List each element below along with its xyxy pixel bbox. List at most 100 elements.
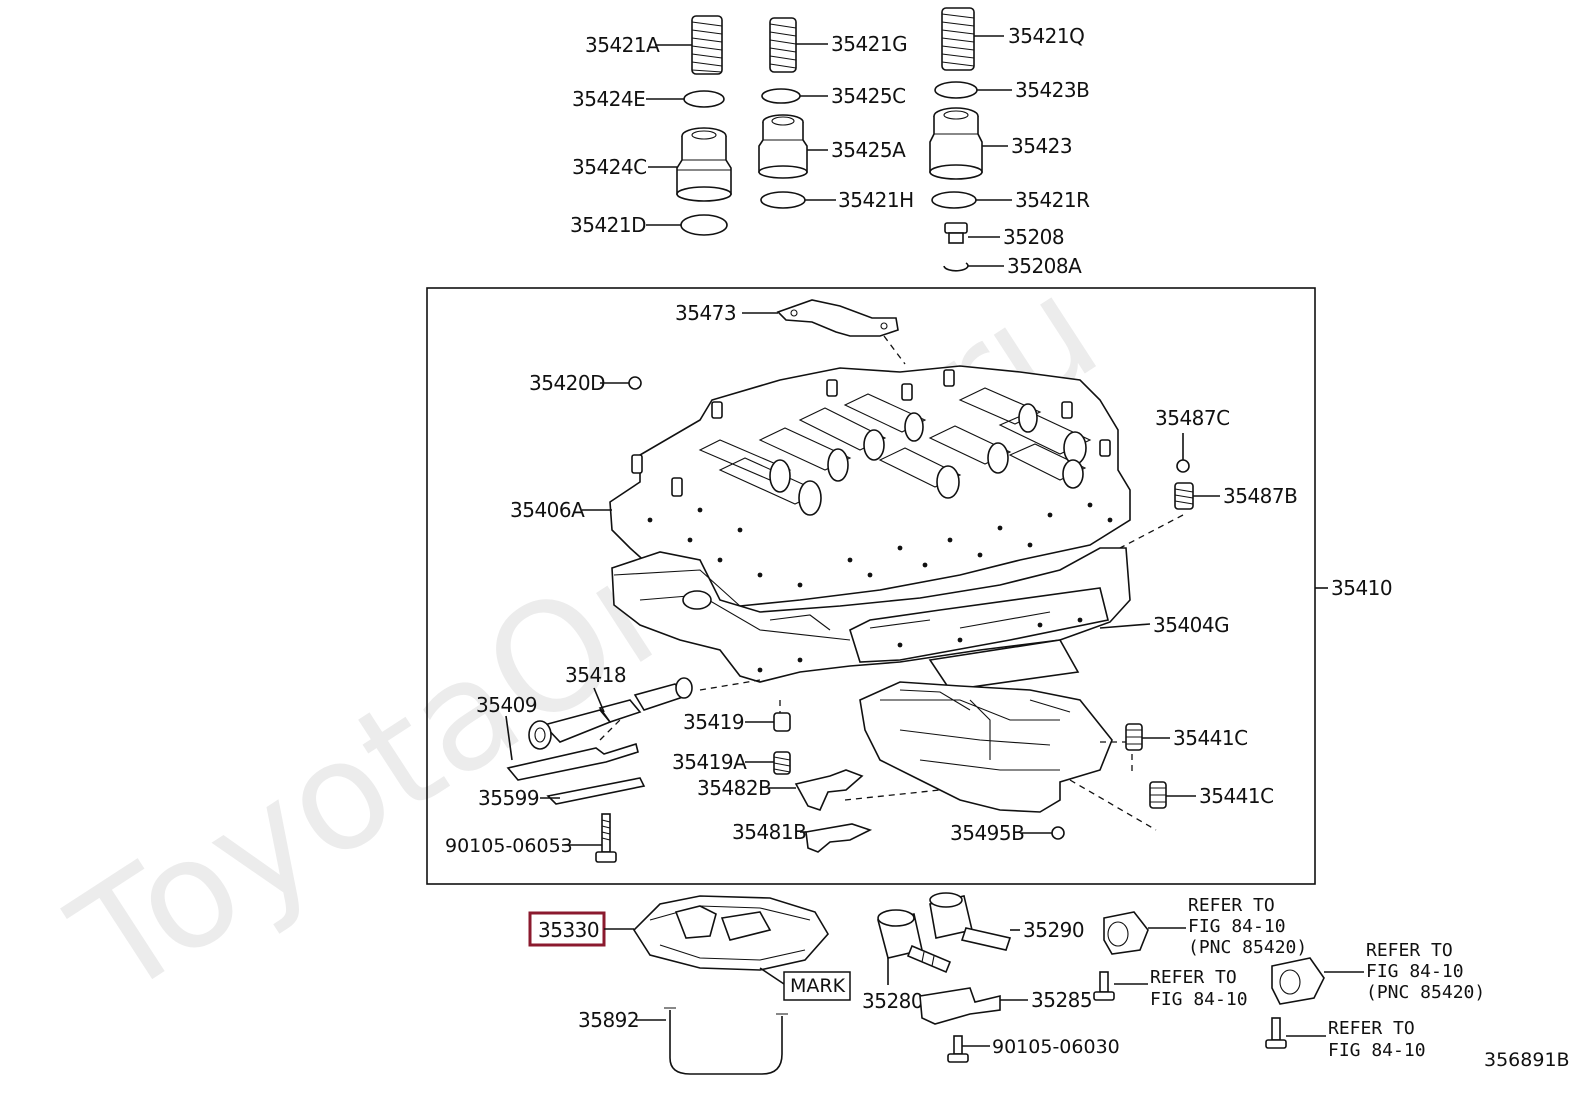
bolt-90105-06030-icon (947, 1035, 969, 1063)
pipe-35892-icon (669, 1010, 783, 1075)
svg-text:(PNC 85420): (PNC 85420) (1188, 937, 1307, 958)
label-35290: 35290 (1023, 918, 1084, 942)
valve-body-bottom (859, 681, 1113, 813)
spring-35421G-icon (769, 17, 797, 73)
solenoid-35290-icon (929, 892, 1012, 951)
label-35280: 35280 (862, 989, 923, 1013)
o-ring-35421R-icon (931, 191, 977, 209)
label-35425C: 35425C (831, 84, 906, 108)
retainer-35481B-icon (805, 823, 873, 853)
ball-35487C-icon (1176, 459, 1190, 473)
mark-label: MARK (790, 975, 846, 997)
label-35410: 35410 (1331, 576, 1392, 600)
mark-box (783, 971, 851, 1001)
svg-text:REFER TO: REFER TO (1150, 967, 1237, 988)
label-35409: 35409 (476, 693, 537, 717)
plug-35419-icon (773, 712, 791, 732)
label-35330[interactable]: 35330 (538, 918, 600, 942)
label-35495B: 35495B (950, 821, 1024, 845)
spring-35487B-icon (1174, 482, 1194, 510)
o-ring-35423B-icon (934, 81, 978, 99)
solenoid-ref-2-icon (1271, 957, 1325, 1005)
refer-note-1[interactable]: REFER TO FIG 84-10 (PNC 85420) (1188, 895, 1307, 958)
o-ring-35424E-icon (683, 90, 725, 108)
label-35425A: 35425A (831, 138, 906, 162)
label-35421R: 35421R (1015, 188, 1090, 212)
separator-plate-icon (928, 639, 1080, 691)
label-35208A: 35208A (1007, 254, 1082, 278)
refer-note-2[interactable]: REFER TO FIG 84-10 (PNC 85420) (1366, 940, 1485, 1003)
label-90105-06053: 90105-06053 (445, 835, 573, 857)
ball-35495B-icon (1051, 826, 1065, 840)
label-35424C: 35424C (572, 155, 647, 179)
solenoid-ref-1-icon (1103, 911, 1149, 955)
label-35406A: 35406A (510, 498, 585, 522)
label-35418: 35418 (565, 663, 626, 687)
label-35481B: 35481B (732, 820, 806, 844)
label-35892: 35892 (578, 1008, 639, 1032)
label-35423: 35423 (1011, 134, 1072, 158)
bracket-35285-icon (919, 987, 1001, 1025)
clip-35208A-icon (943, 262, 969, 272)
oil-strainer-35330-icon (632, 895, 829, 971)
svg-text:REFER TO: REFER TO (1188, 895, 1275, 916)
label-35423B: 35423B (1015, 78, 1089, 102)
label-35473: 35473 (675, 301, 736, 325)
bolt-90105-06053-icon (595, 813, 617, 863)
label-35424E: 35424E (572, 87, 645, 111)
label-35285: 35285 (1031, 988, 1092, 1012)
svg-text:REFER TO: REFER TO (1366, 940, 1453, 961)
retainer-35482B-icon (794, 769, 864, 811)
solenoid-35280-icon (877, 909, 952, 974)
filter-35441C-b-icon (1149, 781, 1167, 809)
svg-text:FIG 84-10: FIG 84-10 (1366, 961, 1464, 982)
svg-text:FIG 84-10: FIG 84-10 (1188, 916, 1286, 937)
label-35599: 35599 (478, 786, 539, 810)
sleeve-35423-icon (929, 107, 983, 180)
label-35421A: 35421A (585, 33, 660, 57)
label-35208: 35208 (1003, 225, 1064, 249)
label-35487C: 35487C (1155, 406, 1230, 430)
svg-text:(PNC 85420): (PNC 85420) (1366, 982, 1485, 1003)
label-35419: 35419 (683, 710, 744, 734)
plug-35208-icon (944, 222, 968, 244)
o-ring-35421D-icon (680, 214, 728, 236)
label-35487B: 35487B (1223, 484, 1297, 508)
figure-code: 356891B (1484, 1049, 1570, 1071)
plug-35409-icon (528, 720, 552, 750)
label-35419A: 35419A (672, 750, 747, 774)
label-90105-06030: 90105-06030 (992, 1036, 1120, 1058)
label-35421D: 35421D (570, 213, 646, 237)
retainer-35599-icon (506, 742, 646, 805)
label-35421Q: 35421Q (1008, 24, 1084, 48)
plate-35473-icon (776, 299, 899, 337)
refer-note-3[interactable]: REFER TO FIG 84-10 (1150, 967, 1248, 1010)
label-35441C-b: 35441C (1199, 784, 1274, 808)
spring-35421A-icon (691, 15, 723, 75)
o-ring-35425C-icon (761, 88, 801, 104)
svg-text:REFER TO: REFER TO (1328, 1018, 1415, 1039)
svg-text:FIG 84-10: FIG 84-10 (1328, 1040, 1426, 1061)
sleeve-35425A-icon (758, 114, 808, 179)
spring-35421Q-icon (941, 7, 975, 71)
spring-35419A-icon (773, 751, 791, 775)
label-35404G: 35404G (1153, 613, 1229, 637)
valve-body-upper-35406A (609, 365, 1131, 607)
label-35421H: 35421H (838, 188, 914, 212)
assembly-frame (426, 287, 1316, 885)
valve-body-lower-35404G (611, 547, 1131, 683)
sleeve-35418-icon (542, 677, 693, 743)
label-35441C-a: 35441C (1173, 726, 1248, 750)
svg-text:FIG 84-10: FIG 84-10 (1150, 989, 1248, 1010)
refer-note-4[interactable]: REFER TO FIG 84-10 (1328, 1018, 1426, 1061)
label-35421G: 35421G (831, 32, 907, 56)
label-35482B: 35482B (697, 776, 771, 800)
ball-35420D-icon (628, 376, 642, 390)
filter-35441C-a-icon (1125, 723, 1143, 751)
sleeve-35424C-icon (676, 127, 732, 202)
o-ring-35421H-icon (760, 191, 806, 209)
label-35420D: 35420D (529, 371, 605, 395)
bolt-ref-3-icon (1093, 971, 1115, 1001)
bolt-ref-4-icon (1265, 1017, 1287, 1049)
